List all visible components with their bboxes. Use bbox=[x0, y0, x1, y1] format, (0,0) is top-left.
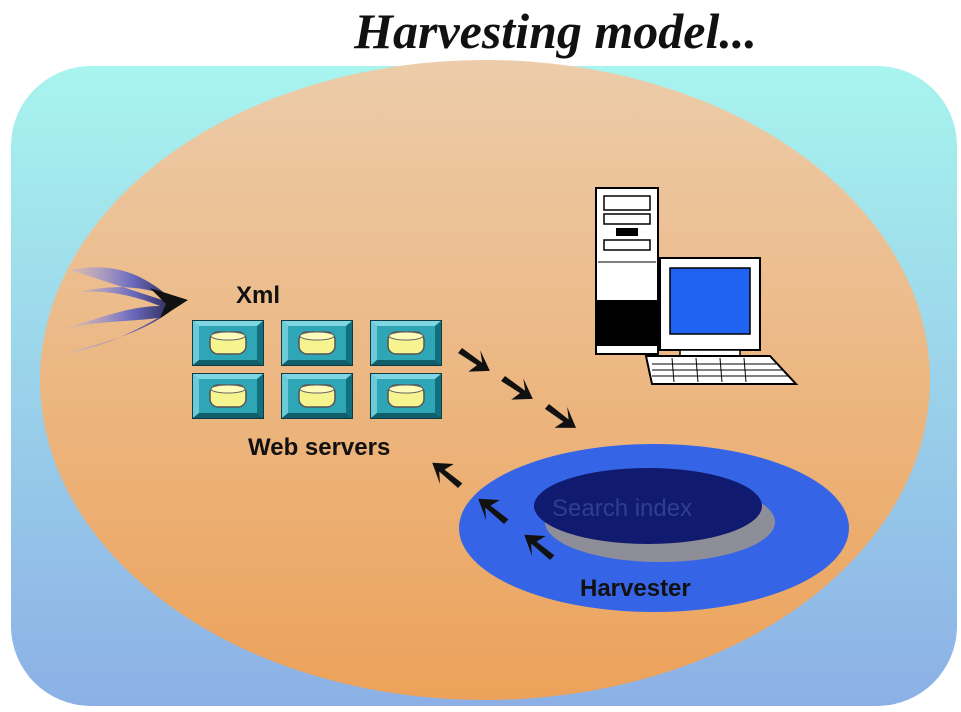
search-index-label: Search index bbox=[552, 495, 692, 522]
page-title: Harvesting model... bbox=[354, 3, 757, 59]
web-server-icon bbox=[370, 373, 442, 419]
computer-workstation-icon bbox=[595, 187, 799, 385]
network-oval bbox=[40, 60, 930, 700]
web-servers-label: Web servers bbox=[248, 434, 390, 461]
web-server-icon bbox=[370, 320, 442, 366]
harvester-label: Harvester bbox=[580, 575, 691, 602]
xml-label: Xml bbox=[236, 282, 280, 309]
web-server-icon bbox=[281, 320, 353, 366]
web-server-icon bbox=[281, 373, 353, 419]
web-server-icon bbox=[192, 320, 264, 366]
incoming-swoosh-icon bbox=[60, 267, 188, 354]
search-index-disk bbox=[534, 468, 762, 544]
web-server-icon bbox=[192, 373, 264, 419]
